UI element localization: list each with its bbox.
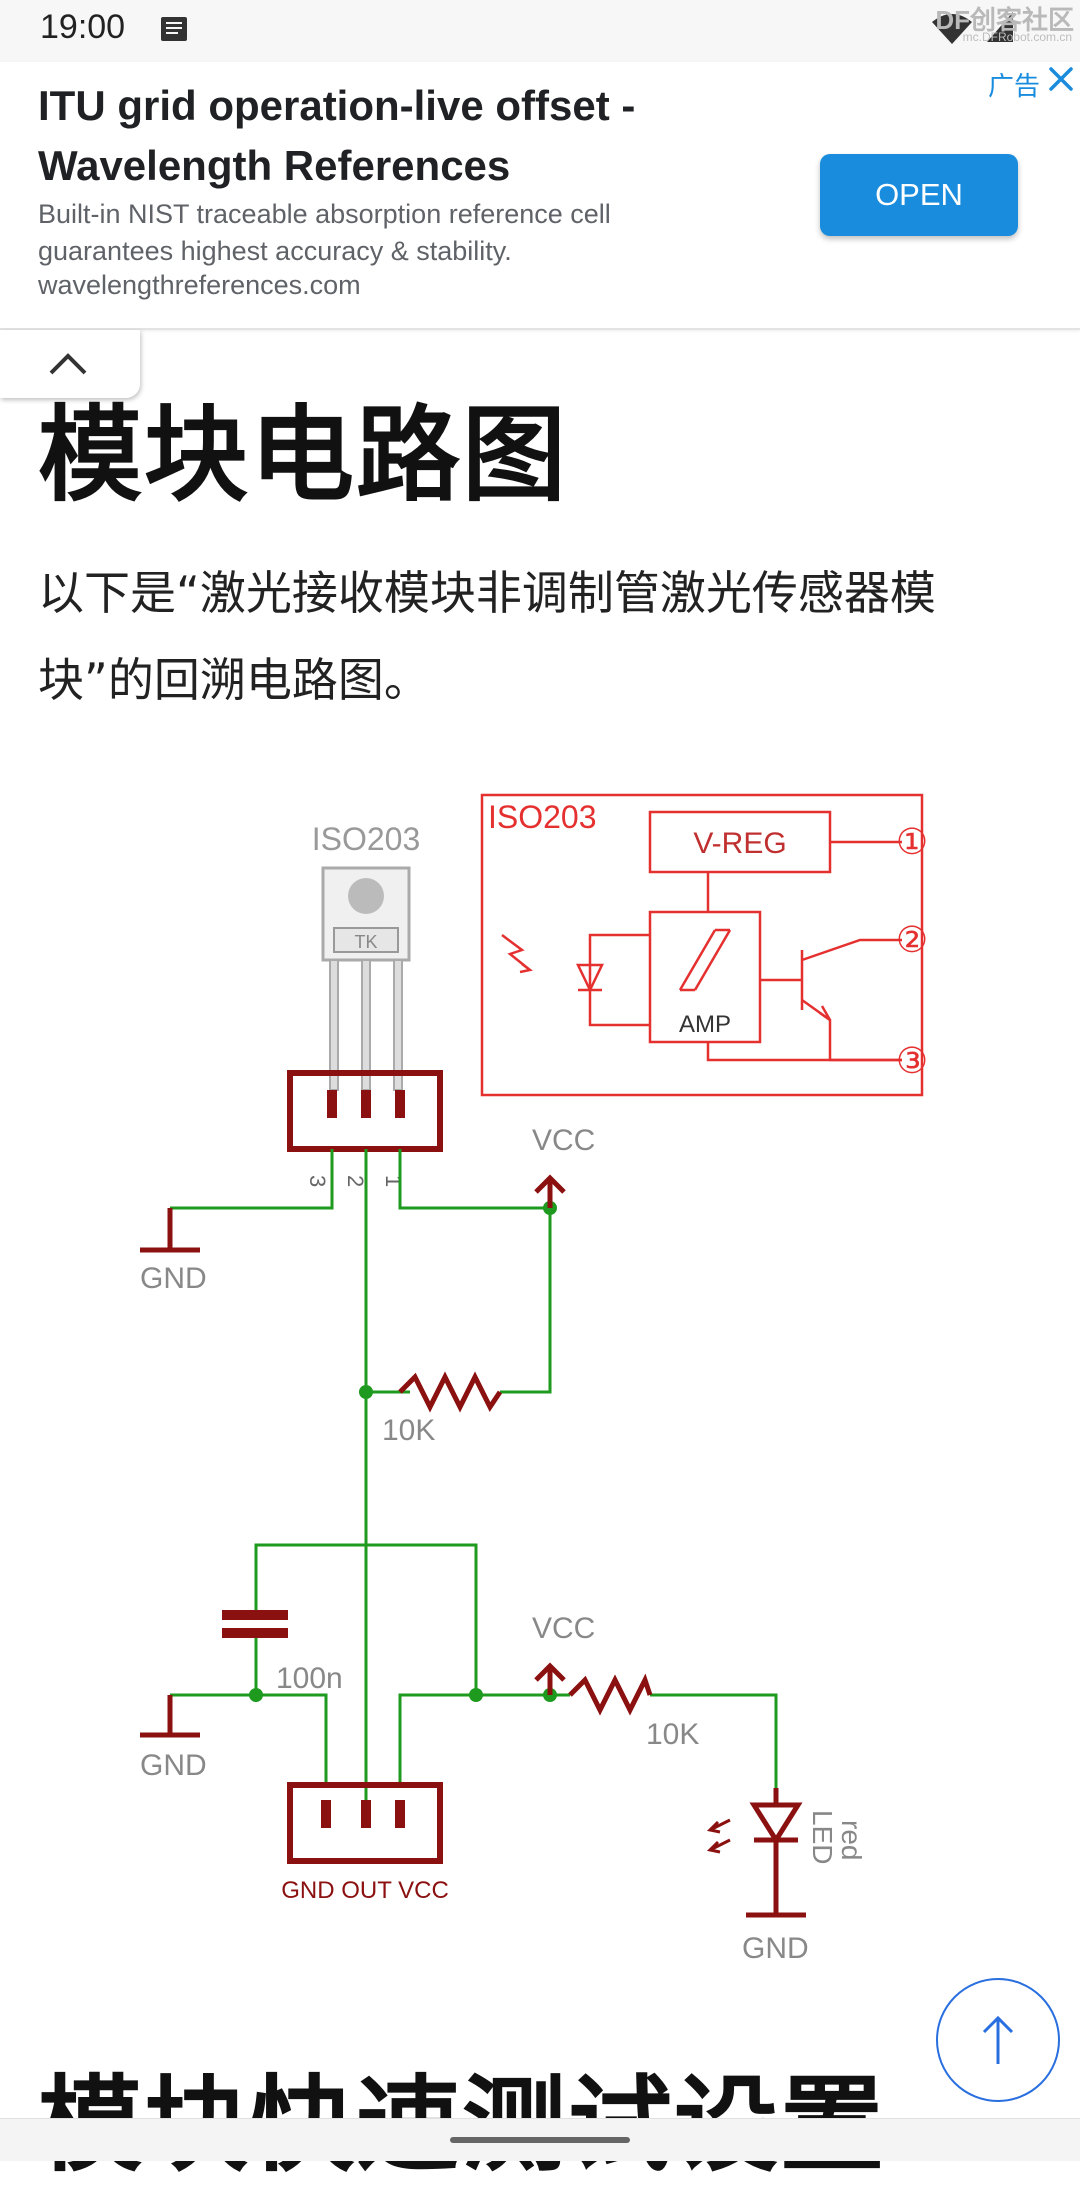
watermark-url: mc.DFRobot.com.cn (962, 30, 1072, 44)
resistor-2-label: 10K (646, 1718, 699, 1751)
block-diagram: ISO203 V-REG ① AMP ② ③ (480, 793, 928, 1097)
signal-icon (987, 12, 1013, 42)
watermark-logo: DF创客社区 (935, 5, 1074, 35)
vcc-bottom-label: VCC (532, 1612, 595, 1645)
chip-name-label: ISO203 (312, 821, 421, 857)
section-heading: 模块电路图 (38, 394, 569, 516)
ad-description: Built-in NIST traceable absorption refer… (38, 199, 611, 266)
resistor-1-label: 10K (382, 1414, 435, 1447)
led-label: LED (807, 1810, 838, 1864)
home-gesture-bar[interactable] (450, 2137, 630, 2143)
led-color-label: red (836, 1820, 867, 1860)
ad-label: 广告 (988, 72, 1041, 102)
gnd-symbol-left-top: GND (140, 1208, 207, 1295)
ic-package: ISO203 TK (312, 821, 421, 1091)
block-title: ISO203 (488, 799, 597, 835)
status-bar: 19:00 DF创客社区 mc.DFRobot.com.cn (0, 0, 1080, 62)
amp-label: AMP (679, 1011, 731, 1038)
scroll-to-top-button[interactable] (936, 1978, 1060, 2102)
output-header: GND OUT VCC (281, 1782, 449, 1904)
article-paragraph: 以下是“激光接收模块非调制管激光传感器模块”的回溯电路图。 (38, 566, 936, 707)
junction-dots (249, 1201, 557, 1702)
resistor-10k-1: 10K (382, 1371, 503, 1447)
pin-number-1: 1 (381, 1175, 406, 1187)
vcc-symbol-top: VCC (532, 1124, 595, 1208)
wifi-icon (932, 14, 972, 44)
pin-3-marker: ③ (896, 1040, 928, 1081)
vreg-label: V-REG (693, 827, 786, 860)
pin-2-marker: ② (896, 919, 928, 960)
vcc-symbol-bottom: VCC (532, 1612, 595, 1695)
chip-marking: TK (354, 932, 377, 952)
close-icon[interactable] (1044, 62, 1078, 96)
pin-number-3: 3 (305, 1175, 330, 1187)
capacitor-100n: 100n (222, 1610, 343, 1695)
next-section-heading: 模块快速测试设置 (38, 2040, 886, 2191)
ad-url[interactable]: wavelengthreferences.com (38, 270, 361, 300)
resistor-10k-2: 10K (568, 1673, 699, 1751)
led-red: LED red GND (706, 1788, 867, 1965)
ad-title[interactable]: ITU grid operation-live offset - Wavelen… (38, 82, 636, 189)
ad-collapse-button[interactable] (0, 330, 140, 398)
header-pin-label: GND OUT VCC (281, 1877, 449, 1904)
chevron-up-icon (49, 353, 87, 375)
vcc-top-label: VCC (532, 1124, 595, 1157)
gnd-left-top-label: GND (140, 1262, 207, 1295)
pin-1-marker: ① (896, 821, 928, 862)
gnd-led-label: GND (742, 1932, 809, 1965)
capacitor-label: 100n (276, 1662, 343, 1695)
gnd-left-bottom-label: GND (140, 1749, 207, 1782)
status-time: 19:00 (40, 8, 126, 46)
ad-open-button[interactable]: OPEN (820, 154, 1018, 236)
circuit-diagram: ISO203 TK ISO203 V-REG ① AMP ② ③ 3 (140, 793, 928, 1965)
pin-number-2: 2 (343, 1175, 368, 1187)
arrow-up-icon (982, 2015, 1014, 2064)
notification-icon (161, 17, 187, 41)
gnd-symbol-left-bottom: GND (140, 1695, 207, 1782)
ad-banner[interactable]: ITU grid operation-live offset - Wavelen… (0, 62, 1080, 330)
